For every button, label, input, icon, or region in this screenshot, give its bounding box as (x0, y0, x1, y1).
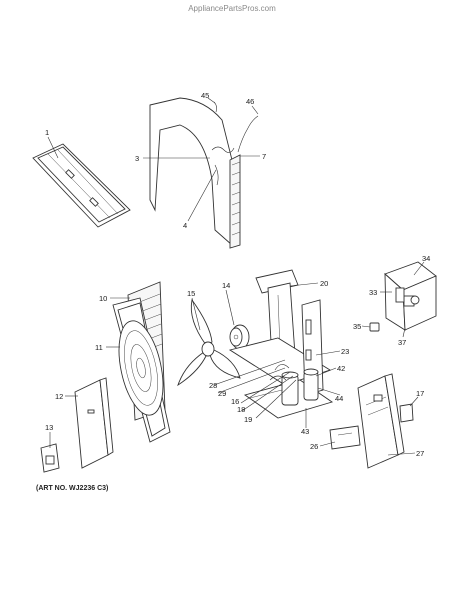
callout-17: 17 (416, 389, 424, 398)
callout-7: 7 (262, 152, 266, 161)
callout-46: 46 (246, 97, 254, 106)
callout-3: 3 (135, 154, 139, 163)
part-right-panel[interactable] (357, 373, 405, 469)
part-small-bracket[interactable] (40, 443, 60, 473)
callout-23: 23 (341, 347, 349, 356)
part-front-panel[interactable] (111, 297, 171, 443)
callout-12: 12 (55, 392, 63, 401)
callout-18: 18 (237, 405, 245, 414)
callout-28: 28 (209, 381, 217, 390)
callout-numbers: 1 3 4 7 45 46 10 11 12 13 14 15 28 29 16… (45, 91, 430, 458)
callout-29: 29 (218, 389, 226, 398)
callout-19: 19 (244, 415, 252, 424)
callout-4: 4 (183, 221, 187, 230)
callout-16: 16 (231, 397, 239, 406)
part-bracket-plate[interactable] (329, 425, 361, 450)
callout-44: 44 (335, 394, 343, 403)
callout-1: 1 (45, 128, 49, 137)
callout-20: 20 (320, 279, 328, 288)
callout-27: 27 (416, 449, 424, 458)
part-control-box[interactable] (384, 261, 437, 331)
callout-45: 45 (201, 91, 209, 100)
part-top-cover[interactable] (32, 143, 131, 228)
part-fan-blade[interactable] (177, 298, 241, 387)
callout-13: 13 (45, 423, 53, 432)
callout-43: 43 (301, 427, 309, 436)
part-small-plate[interactable] (399, 403, 414, 423)
callout-35: 35 (353, 322, 361, 331)
callout-10: 10 (99, 294, 107, 303)
callout-11: 11 (95, 343, 103, 352)
callout-42: 42 (337, 364, 345, 373)
site-watermark: AppliancePartsPros.com (188, 4, 276, 13)
callout-15: 15 (187, 289, 195, 298)
callout-34: 34 (422, 254, 430, 263)
callout-33: 33 (369, 288, 377, 297)
part-left-panel[interactable] (74, 377, 114, 469)
part-fan-motor[interactable] (229, 324, 250, 350)
callout-14: 14 (222, 281, 230, 290)
part-clip[interactable] (369, 322, 380, 332)
art-number-caption: (ART NO. WJ2236 C3) (36, 485, 109, 492)
callout-37: 37 (398, 338, 406, 347)
callout-26: 26 (310, 442, 318, 451)
part-condenser-coil[interactable] (149, 97, 259, 249)
part-compressor[interactable] (269, 364, 319, 406)
leader-lines (47, 97, 425, 456)
